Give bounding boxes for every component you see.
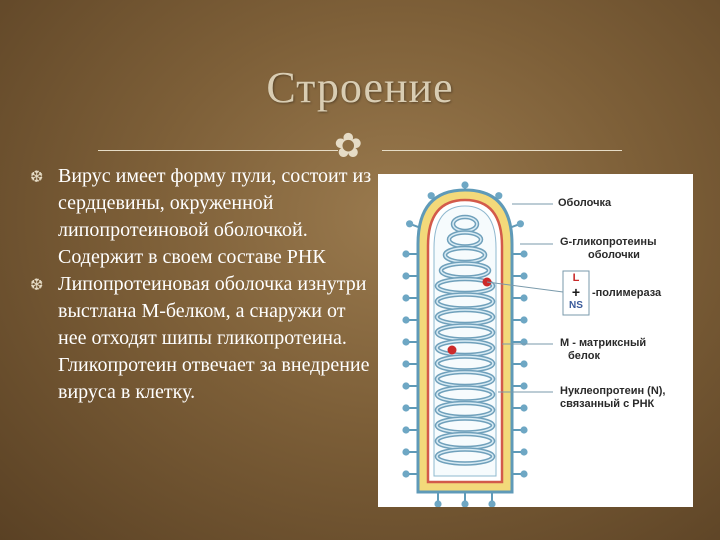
spike-head [461,500,469,507]
m-protein-dot [447,345,457,355]
spike-head [402,360,410,368]
nucleocapsid-coil [434,214,496,466]
spike-head [402,316,410,324]
spike-head [520,470,528,478]
spike-head [520,426,528,434]
bullet-item: ❆ Вирус имеет форму пули, состоит из сер… [30,163,375,271]
spike-head [520,404,528,412]
bullet-ornament-icon: ❆ [30,277,44,294]
spike-head [427,192,435,200]
bullet-ornament-icon: ❆ [30,169,44,186]
spike-head [402,404,410,412]
spike-head [402,470,410,478]
label-nucleoprotein: Нуклеопротеин (N), связанный с РНК [560,385,666,410]
spike-head [488,500,496,507]
bullet-item: ❆ Липопротеиновая оболочка изнутри выстл… [30,271,375,406]
label-polymerase: -полимераза [592,287,662,299]
polymerase-l: L [572,272,580,284]
spike-head [520,294,528,302]
coil-highlight [436,448,494,465]
polymerase-ns: NS [569,300,583,311]
spike-head [516,220,524,228]
spike-head [520,316,528,324]
polymerase-plus: + [571,284,581,300]
spike-head [402,250,410,258]
virus-diagram [402,181,590,507]
spike-head [520,448,528,456]
label-envelope: Оболочка [558,197,612,209]
glycoprotein-spikes [402,181,528,507]
label-m-protein: M - матриксный белок [560,337,647,362]
bullet-text: Вирус имеет форму пули, состоит из сердц… [58,165,372,268]
spike-head [434,500,442,507]
spike-head [402,294,410,302]
spike-head [495,192,503,200]
spike-head [402,448,410,456]
spike-head [520,338,528,346]
spike-head [520,382,528,390]
spike-head [402,272,410,280]
page-title: Строение [266,63,454,112]
label-g-glycoprotein: G-гликопротеины оболочки [560,236,657,261]
polymerase-box [562,270,590,316]
spike-head [461,181,469,189]
bullet-list: ❆ Вирус имеет форму пули, состоит из сер… [30,163,375,406]
pointer-lines [486,203,564,393]
spike-head [520,250,528,258]
virus-structure-figure: Оболочка G-гликопротеины оболочки L + NS… [378,174,693,507]
spike-head [402,382,410,390]
divider-ornament-icon: ✿ [334,128,363,165]
spike-head [520,272,528,280]
title-divider-left [98,150,338,151]
spike-head [402,338,410,346]
bullet-text: Липопротеиновая оболочка изнутри выстлан… [58,273,370,403]
spike-head [402,426,410,434]
spike-head [406,220,414,228]
spike-head [520,360,528,368]
title-divider-right [382,150,622,151]
